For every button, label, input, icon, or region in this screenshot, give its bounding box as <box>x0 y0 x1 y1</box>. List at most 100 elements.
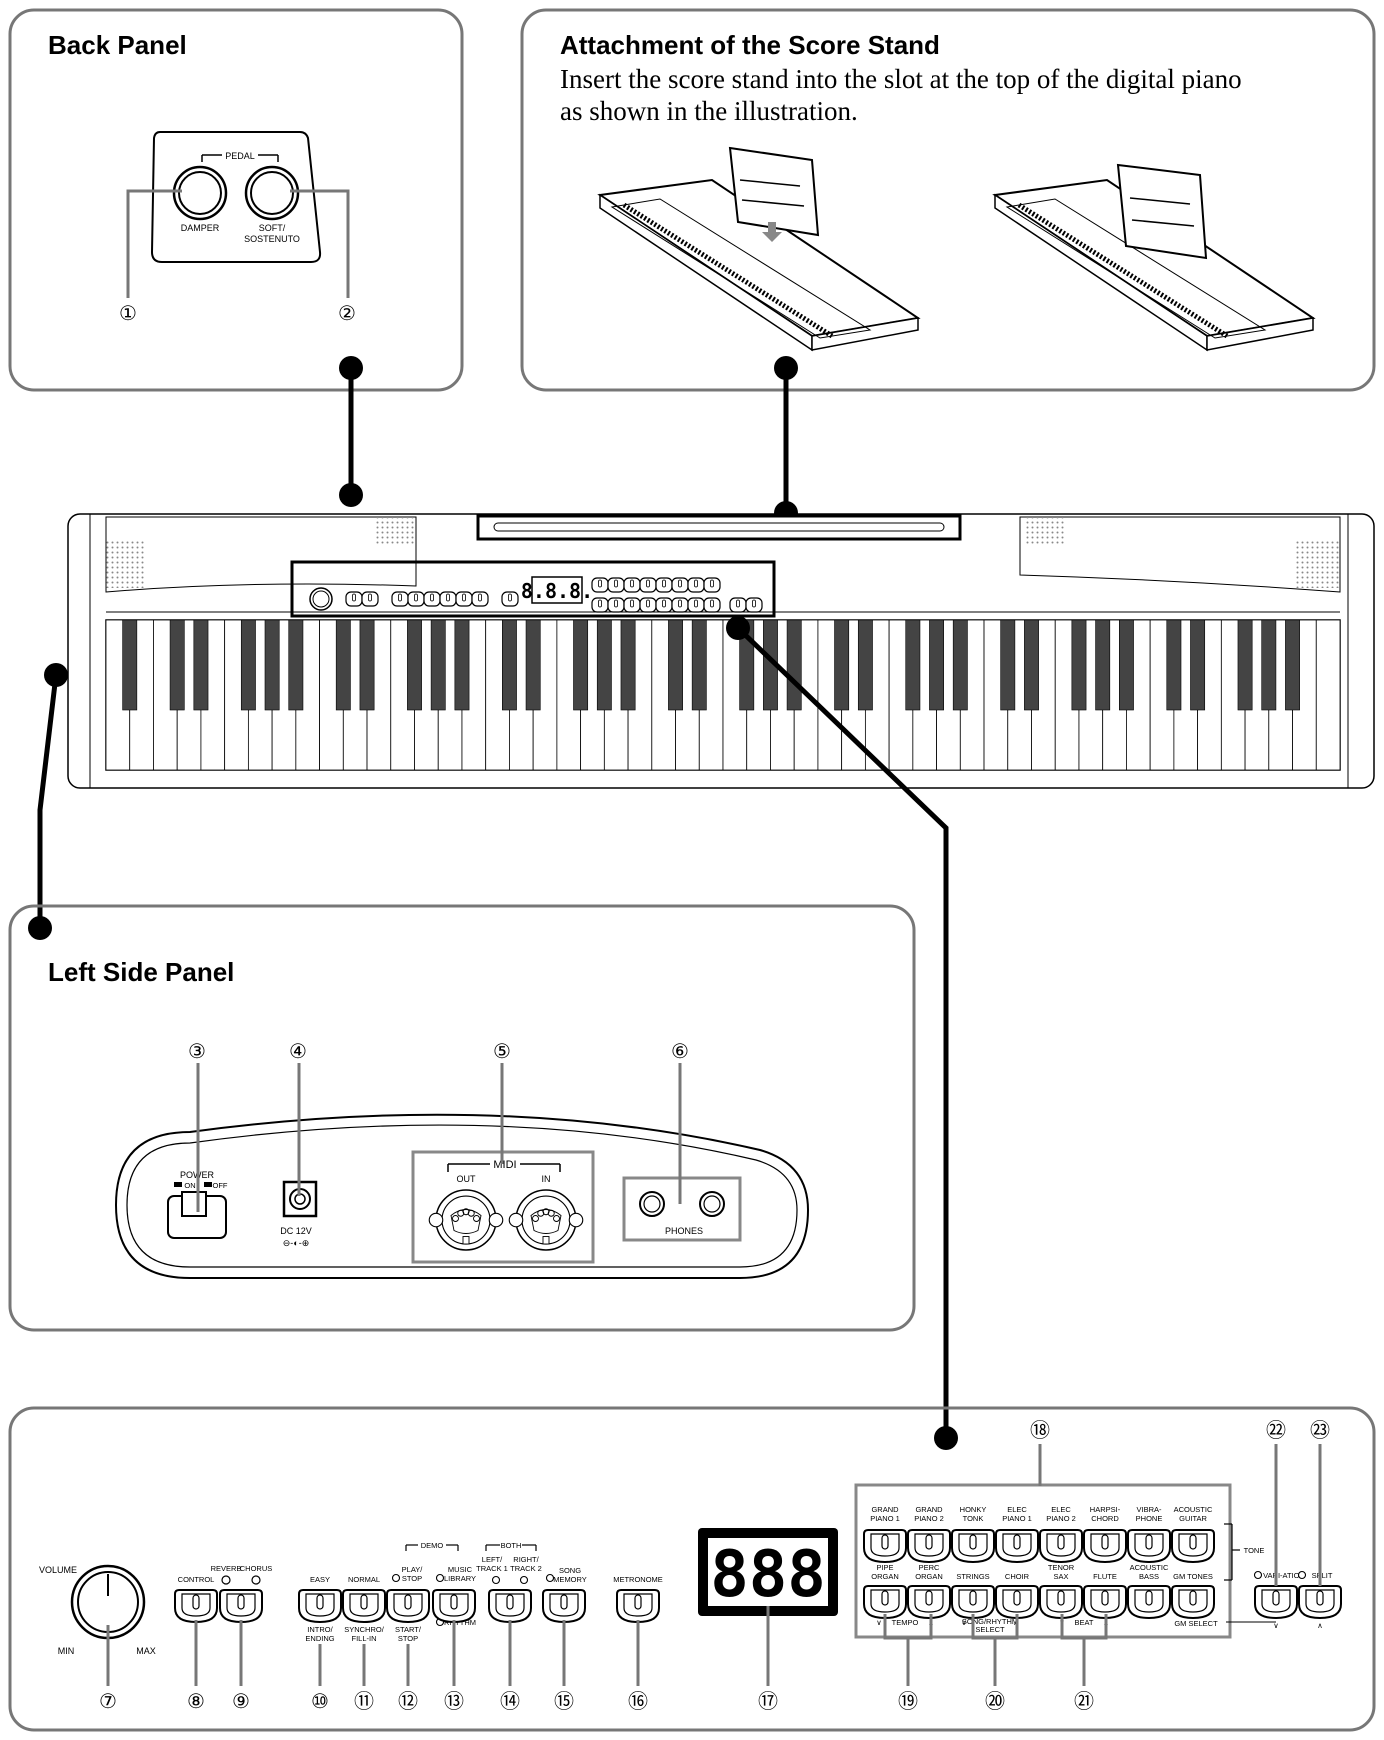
normal-synchro-button[interactable] <box>342 1589 386 1623</box>
callout-1: ① <box>119 301 137 325</box>
black-key[interactable] <box>573 619 589 711</box>
tone-button[interactable] <box>863 1585 907 1619</box>
black-key[interactable] <box>335 619 351 711</box>
black-key[interactable] <box>264 619 280 711</box>
damper-jack[interactable] <box>172 165 228 221</box>
black-key[interactable] <box>668 619 683 711</box>
black-key[interactable] <box>905 619 921 711</box>
panel-mini-tone-button[interactable] <box>655 597 673 613</box>
tone-button[interactable] <box>1083 1585 1127 1619</box>
easy-intro-button[interactable] <box>298 1589 342 1623</box>
tone-button[interactable] <box>1083 1529 1127 1563</box>
black-key[interactable] <box>525 619 541 711</box>
midi-in-port[interactable] <box>508 1189 584 1251</box>
music-library-button[interactable] <box>432 1589 476 1623</box>
black-key[interactable] <box>1261 619 1277 711</box>
black-key[interactable] <box>359 619 375 711</box>
panel-mini-button[interactable] <box>501 591 519 607</box>
black-key[interactable] <box>1190 619 1206 711</box>
panel-mini-tone-button[interactable] <box>623 577 641 593</box>
black-key[interactable] <box>952 619 968 711</box>
black-key[interactable] <box>1119 619 1134 711</box>
dc-12v-jack[interactable] <box>282 1180 318 1218</box>
panel-mini-button[interactable] <box>407 591 425 607</box>
panel-mini-tone-button[interactable] <box>639 597 657 613</box>
black-key[interactable] <box>857 619 873 711</box>
panel-mini-tone-button[interactable] <box>671 597 689 613</box>
black-key[interactable] <box>786 619 802 711</box>
black-key[interactable] <box>240 619 256 711</box>
black-key[interactable] <box>1237 619 1253 711</box>
panel-mini-tone-button[interactable] <box>671 577 689 593</box>
panel-mini-tone-button[interactable] <box>703 577 721 593</box>
tone-button[interactable] <box>951 1585 995 1619</box>
panel-mini-tone-button[interactable] <box>623 597 641 613</box>
black-key[interactable] <box>620 619 636 711</box>
midi-out-port[interactable] <box>428 1189 504 1251</box>
panel-mini-button[interactable] <box>361 591 379 607</box>
black-key[interactable] <box>430 619 446 711</box>
reverb-chorus-button[interactable] <box>219 1589 263 1623</box>
panel-mini-tone-button[interactable] <box>591 597 609 613</box>
black-key[interactable] <box>454 619 470 711</box>
panel-mini-button[interactable] <box>455 591 473 607</box>
black-key[interactable] <box>1095 619 1111 711</box>
metronome-button[interactable] <box>616 1589 660 1623</box>
tone-button[interactable] <box>995 1585 1039 1619</box>
phones-jack-1[interactable] <box>639 1191 665 1217</box>
song-memory-button[interactable] <box>542 1589 586 1623</box>
panel-mini-button[interactable] <box>345 591 363 607</box>
back-panel: Back Panel PEDAL DAMPER SOFT/ SOSTENUTO … <box>8 8 464 392</box>
black-key[interactable] <box>1024 619 1039 711</box>
black-key[interactable] <box>1285 619 1300 711</box>
panel-mini-tone-button[interactable] <box>607 597 625 613</box>
tone-button[interactable] <box>1039 1585 1083 1619</box>
tone-button[interactable] <box>1171 1529 1215 1563</box>
tone-button[interactable] <box>907 1585 951 1619</box>
black-key[interactable] <box>834 619 850 711</box>
left-right-track-button[interactable] <box>488 1589 532 1623</box>
play-start-button[interactable] <box>386 1589 430 1623</box>
panel-mini-tone-button[interactable] <box>639 577 657 593</box>
control-button[interactable] <box>174 1589 218 1623</box>
black-key[interactable] <box>193 619 209 711</box>
tone-button[interactable] <box>1171 1585 1215 1619</box>
tone-button[interactable] <box>1127 1585 1171 1619</box>
panel-mini-tone-button[interactable] <box>591 577 609 593</box>
white-key[interactable] <box>1315 619 1341 771</box>
tone-button[interactable] <box>951 1529 995 1563</box>
panel-mini-button[interactable] <box>391 591 409 607</box>
black-key[interactable] <box>288 619 304 711</box>
panel-mini-button[interactable] <box>423 591 441 607</box>
panel-mini-tone-button[interactable] <box>687 577 705 593</box>
black-key[interactable] <box>1166 619 1182 711</box>
split-button[interactable] <box>1298 1585 1342 1619</box>
panel-mini-button[interactable] <box>729 597 747 613</box>
black-key[interactable] <box>929 619 944 711</box>
tone-button[interactable] <box>1127 1529 1171 1563</box>
volume-knob[interactable] <box>70 1564 146 1640</box>
phones-jack-2[interactable] <box>699 1191 725 1217</box>
black-key[interactable] <box>169 619 185 711</box>
black-key[interactable] <box>1071 619 1087 711</box>
tone-button[interactable] <box>995 1529 1039 1563</box>
black-key[interactable] <box>122 619 138 711</box>
variation-button[interactable] <box>1254 1585 1298 1619</box>
panel-mini-tone-button[interactable] <box>655 577 673 593</box>
panel-mini-tone-button[interactable] <box>687 597 705 613</box>
black-key[interactable] <box>407 619 422 711</box>
tone-button[interactable] <box>863 1529 907 1563</box>
tone-button[interactable] <box>1039 1529 1083 1563</box>
black-key[interactable] <box>1000 619 1016 711</box>
tone-button[interactable] <box>907 1529 951 1563</box>
black-key[interactable] <box>691 619 707 711</box>
panel-mini-button[interactable] <box>471 591 489 607</box>
panel-mini-button[interactable] <box>745 597 763 613</box>
panel-mini-button[interactable] <box>439 591 457 607</box>
soft-sostenuto-jack[interactable] <box>244 165 300 221</box>
panel-mini-tone-button[interactable] <box>703 597 721 613</box>
panel-mini-tone-button[interactable] <box>607 577 625 593</box>
black-key[interactable] <box>596 619 612 711</box>
black-key[interactable] <box>502 619 517 711</box>
start-label-1: START/ <box>395 1625 422 1634</box>
